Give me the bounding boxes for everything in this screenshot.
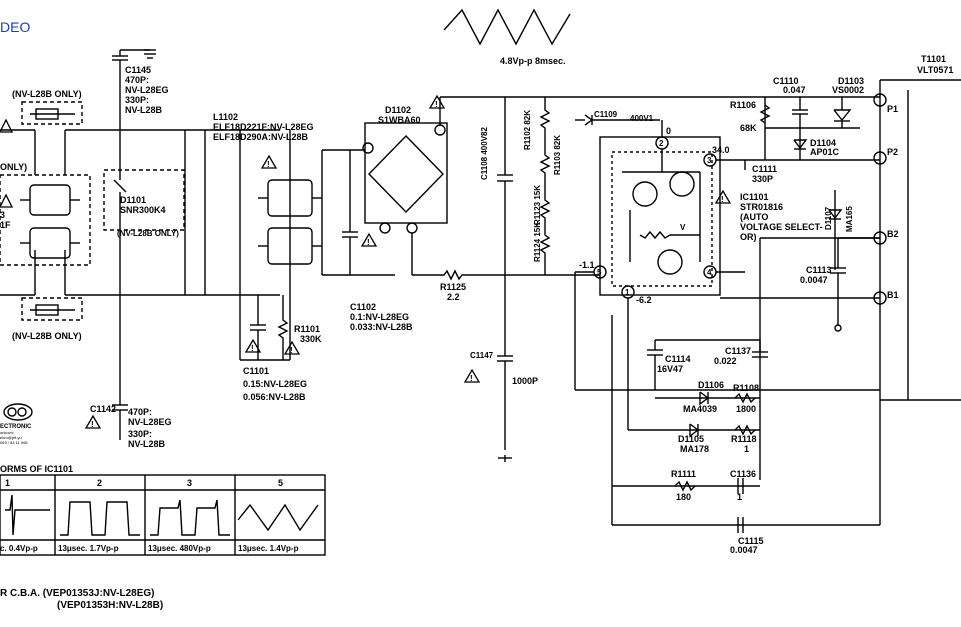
warning-triangle-icon: !	[714, 189, 732, 204]
nv-only-top-label: (NV-L28B ONLY)	[12, 89, 82, 99]
pin-voltage-34: 34.0	[712, 145, 730, 155]
d1105-label: D1105 MA178	[678, 434, 709, 454]
d1102-label: D1102 S1WBA60	[378, 105, 421, 125]
c1110-label: C1110 0.047	[773, 76, 806, 95]
waveform-header-1: 1	[5, 478, 10, 488]
svg-text:!: !	[251, 344, 254, 353]
ma165-label: MA165	[845, 206, 854, 232]
r1111-label: R1111 180	[671, 469, 699, 502]
warning-triangle-icon	[0, 193, 14, 208]
transformer-pin-p2: P2	[887, 147, 898, 157]
waveform-header-3: 3	[187, 478, 192, 488]
pin-voltage-0: 0	[666, 126, 671, 136]
warning-triangle-icon: !	[360, 232, 378, 247]
waveform-caption-1: c. 0.4Vp-p	[0, 544, 38, 553]
svg-text:!: !	[435, 100, 438, 109]
d1106-label: D1106 MA4039	[683, 380, 727, 414]
c1113-label: C1113 0.0047	[800, 265, 834, 285]
waveform-header-2: 2	[97, 478, 102, 488]
svg-text:!: !	[290, 346, 293, 355]
r1108-label: R1108 1800	[733, 383, 762, 414]
c1136-label: C1136 1	[730, 469, 759, 502]
pin-voltage-minus-1-1: -1.1	[579, 260, 595, 270]
waveforms-title: ORMS OF IC1101	[0, 464, 73, 474]
transistor-v-label: V	[680, 223, 686, 232]
header-title-fragment: DEO	[0, 19, 30, 35]
c1137-label: C1137 0.022	[714, 346, 754, 366]
d1107-label: D1107	[824, 206, 833, 230]
warning-triangle-icon: !	[244, 338, 262, 353]
r1101-label: R1101 330K	[294, 324, 323, 344]
ic-pin-4: 4	[707, 268, 712, 277]
r1123-label: R1123 15K	[533, 185, 542, 225]
footer-line-1: R C.B.A. (VEP01353J:NV-L28EG)	[0, 588, 155, 599]
footer-line-2: (VEP01353H:NV-L28B)	[57, 600, 163, 611]
svg-text:!: !	[721, 195, 724, 204]
c1115-label: C1115 0.0047	[730, 536, 766, 555]
r1124-label: R1124 15K	[533, 222, 542, 262]
waveform-top-label: 4.8Vp-p 8msec.	[500, 56, 566, 66]
warning-triangle-icon: !	[283, 340, 301, 355]
c1102-label: C1102 0.1:NV-L28EG 0.033:NV-L28B	[350, 302, 413, 332]
ic-pin-1: 1	[625, 288, 630, 297]
r1106-label: R1106 68K	[730, 100, 759, 133]
logo-subtext: onkovic ekro@ptt.yu 063 / 83 11 008	[0, 430, 28, 445]
pin-voltage-minus-6-2: -6.2	[636, 295, 652, 305]
d1103-label: D1103 VS0002	[832, 76, 867, 95]
transformer-pin-b2: B2	[887, 229, 899, 239]
svg-text:!: !	[91, 420, 94, 429]
warning-triangle-icon	[0, 118, 14, 133]
c1109-value: 400V1	[630, 114, 654, 123]
left-partial-label: 3 1F	[0, 210, 11, 230]
c1147-value: 1000P	[512, 376, 538, 386]
r1102-label: R1102 82K	[523, 110, 532, 150]
ic-pin-3: 3	[707, 156, 712, 165]
warning-triangle-icon: !	[428, 94, 446, 109]
ic-pin-5: 5	[597, 268, 602, 277]
c1114-label: C1114 16V47	[657, 354, 693, 374]
c1147-label: C1147	[470, 351, 494, 360]
transformer-pin-p1: P1	[887, 104, 898, 114]
r1118-label: R1118 1	[731, 434, 759, 454]
r1103-label: R1103 82K	[553, 135, 562, 175]
waveform-caption-5: 13μsec. 1.4Vp-p	[238, 544, 299, 553]
c1108-label: C1108 400V82	[480, 127, 489, 180]
l1102-label: L1102 ELF18D221F:NV-L28EG ELF18D290A:NV-…	[213, 112, 316, 142]
warning-triangle-icon: !	[260, 154, 278, 169]
warning-triangle-icon: !	[84, 414, 102, 429]
c1145-label: C1145 470P: NV-L28EG 330P: NV-L28B	[125, 65, 171, 115]
c1142-label: C1142 470P: NV-L28EG 330P: NV-L28B	[90, 404, 174, 449]
ic1101-label: IC1101 STR01816 (AUTO VOLTAGE SELECT- OR…	[740, 192, 825, 242]
svg-text:!: !	[367, 238, 370, 247]
transformer-pin-b1: B1	[887, 290, 899, 300]
waveform-caption-3: 13μsec. 480Vp-p	[148, 544, 211, 553]
ic-pin-2: 2	[659, 139, 664, 148]
c1101-label: C1101 0.15:NV-L28EG 0.056:NV-L28B	[243, 366, 310, 402]
svg-text:!: !	[470, 374, 473, 383]
r1125-label: R1125 2.2	[440, 282, 469, 302]
waveform-caption-2: 13μsec. 1.7Vp-p	[58, 544, 119, 553]
sawtooth-waveform	[443, 8, 571, 46]
c1109-label: C1109	[594, 110, 618, 119]
d1104-label: D1104 AP01C	[810, 138, 840, 157]
nv-only-left-label: ONLY)	[0, 162, 27, 172]
d1101-label: D1101 SNR300K4	[120, 195, 166, 215]
d1101-note: (NV-L28B ONLY)	[117, 229, 179, 238]
waveform-header-5: 5	[278, 478, 283, 488]
svg-text:!: !	[267, 160, 270, 169]
nv-only-bottom-label: (NV-L28B ONLY)	[12, 331, 82, 341]
logo-text: ECTRONIC	[0, 424, 32, 430]
c1111-label: C1111 330P	[752, 164, 780, 184]
t1101-label: T1101 VLT0571	[917, 54, 953, 75]
warning-triangle-icon: !	[463, 368, 481, 383]
